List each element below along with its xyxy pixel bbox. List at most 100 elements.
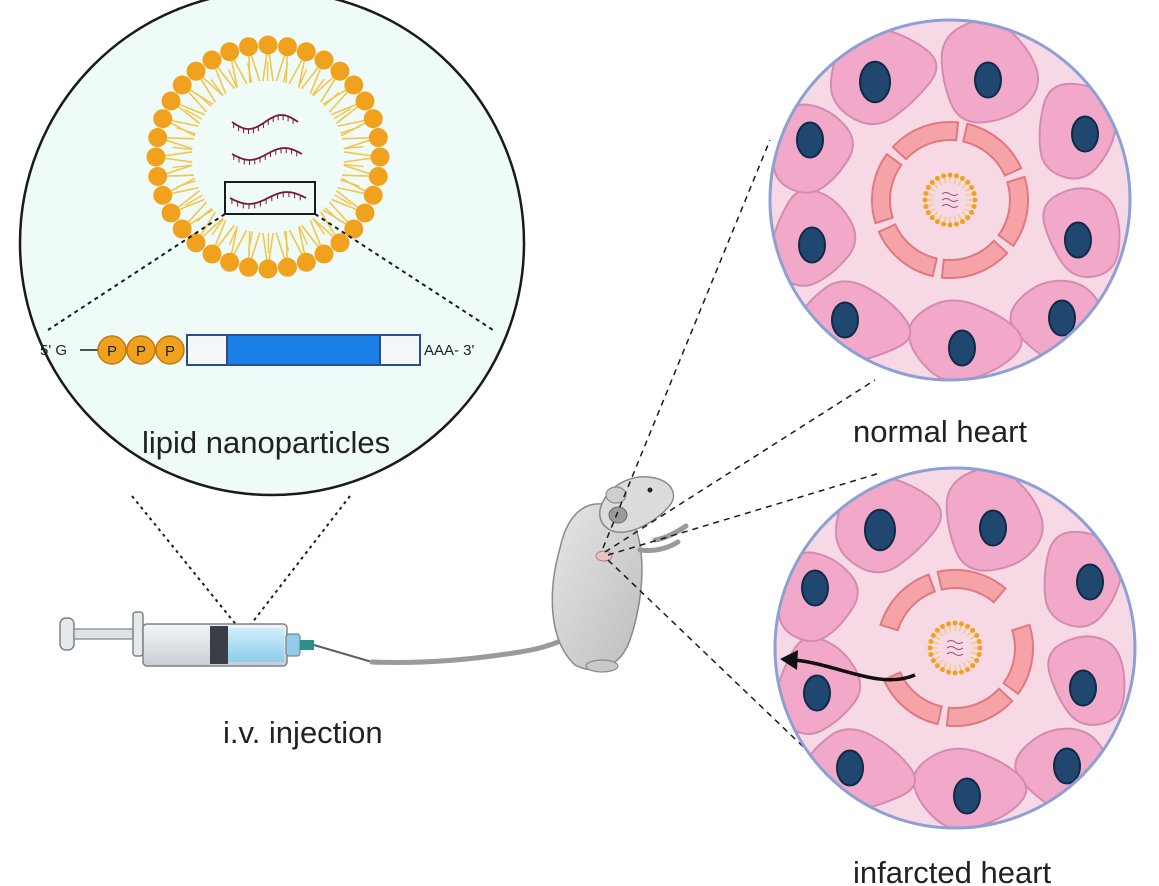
nucleus: [1076, 563, 1104, 601]
endothelial-cell: [940, 239, 1009, 280]
infarcted-heart-ring: [773, 466, 1137, 830]
lnp-zoom-panel: 5' G P P P AAA- 3' lipid nanoparticles: [18, 0, 526, 497]
nucleus: [1069, 669, 1097, 707]
nucleus: [803, 674, 831, 712]
lnp-label: lipid nanoparticles: [142, 425, 390, 460]
endothelial-cell: [877, 223, 938, 278]
lipid-head: [363, 109, 383, 129]
mouse-to-infarcted-line-b: [607, 559, 816, 759]
lipid-head: [330, 61, 350, 81]
nucleus: [864, 508, 896, 552]
nucleus: [859, 60, 891, 104]
zoom-line-left: [47, 213, 226, 331]
zoom-line-right: [314, 213, 494, 331]
lipid-head: [314, 244, 334, 264]
nucleus: [798, 226, 826, 264]
mrna-highlight-box: [224, 181, 316, 215]
mouse-icon: [369, 476, 689, 673]
lipid-head: [258, 259, 278, 279]
lipid-head: [296, 42, 316, 62]
arrow-icon: [780, 650, 916, 682]
nucleus: [974, 61, 1002, 99]
lnp-panel-circle: [18, 0, 526, 497]
lipid-head: [161, 91, 181, 111]
endothelial-cell: [997, 175, 1029, 248]
normal-heart-panel: normal heart: [768, 18, 1132, 449]
lipid-head: [277, 257, 297, 277]
phosphate-label: P: [107, 343, 117, 360]
cap-phosphate-2: P: [126, 335, 156, 365]
mouse-to-normal-line-a: [602, 139, 771, 549]
endothelial-cell: [871, 152, 903, 225]
nucleus: [979, 509, 1007, 547]
endothelial-cell: [945, 687, 1014, 728]
lipid-head: [172, 75, 192, 95]
mrna-construct: 5' G P P P AAA- 3': [40, 334, 475, 366]
lipid-head: [363, 185, 383, 205]
panel-to-syringe-line-right: [244, 495, 351, 633]
lipid-head: [344, 219, 364, 239]
lipid-head: [202, 244, 222, 264]
lipid-head: [314, 50, 334, 70]
mrna-strand: [231, 147, 303, 161]
endothelial-cell: [891, 120, 960, 161]
lipid-head: [330, 233, 350, 253]
lipid-head: [355, 91, 375, 111]
injection-label: i.v. injection: [223, 715, 383, 750]
endothelial-cell: [936, 569, 1007, 604]
lipid-head: [296, 252, 316, 272]
lipid-head: [186, 233, 206, 253]
utr-3-region: [379, 334, 421, 366]
mouse-to-infarcted-line-a: [607, 472, 881, 556]
syringe-icon: [59, 611, 373, 667]
mrna-strands: [229, 114, 307, 209]
nucleus: [953, 777, 981, 815]
nucleus: [801, 569, 829, 607]
lipid-head: [239, 37, 259, 57]
lipid-head: [153, 185, 173, 205]
nucleus: [1053, 747, 1081, 785]
mrna-strand: [231, 114, 299, 130]
endothelial-cell: [962, 122, 1023, 177]
nucleus: [1064, 221, 1092, 259]
lipid-head: [368, 128, 388, 148]
nucleus: [831, 301, 859, 339]
lipid-head: [368, 166, 388, 186]
nucleus: [796, 121, 824, 159]
lipid-head: [146, 147, 166, 167]
normal-heart-ring: [768, 18, 1132, 382]
lipid-head: [355, 203, 375, 223]
nucleus: [1071, 115, 1099, 153]
lipid-head: [239, 257, 259, 277]
coding-region: [226, 334, 381, 366]
lipid-bilayer: [146, 35, 390, 279]
infarcted-heart-panel: infarcted heart: [773, 466, 1137, 886]
three-prime-label: AAA- 3': [424, 342, 475, 359]
lipid-head: [153, 109, 173, 129]
lipid-head: [161, 203, 181, 223]
panel-to-syringe-line-left: [131, 495, 243, 633]
mouse-to-normal-line-b: [604, 379, 876, 553]
phosphate-label: P: [136, 343, 146, 360]
lipid-head: [186, 61, 206, 81]
endothelial-cell: [879, 573, 937, 632]
lipid-head: [220, 252, 240, 272]
nucleus: [948, 329, 976, 367]
lipid-head: [277, 37, 297, 57]
cap-phosphate-1: P: [97, 335, 127, 365]
lipid-head: [220, 42, 240, 62]
cap-phosphate-3: P: [155, 335, 185, 365]
normal-heart-label: normal heart: [853, 414, 1027, 449]
endothelial-cell: [1002, 623, 1034, 696]
cardiomyocyte-cells: [770, 20, 1121, 380]
utr-5-region: [186, 334, 228, 366]
phosphate-label: P: [165, 343, 175, 360]
lipid-head: [148, 166, 168, 186]
lipid-head: [202, 50, 222, 70]
lnp-in-vessel: [927, 620, 983, 676]
five-prime-label: 5' G: [40, 342, 67, 359]
lipid-head: [370, 147, 390, 167]
lipid-head: [148, 128, 168, 148]
lnp-in-vessel: [922, 172, 978, 228]
